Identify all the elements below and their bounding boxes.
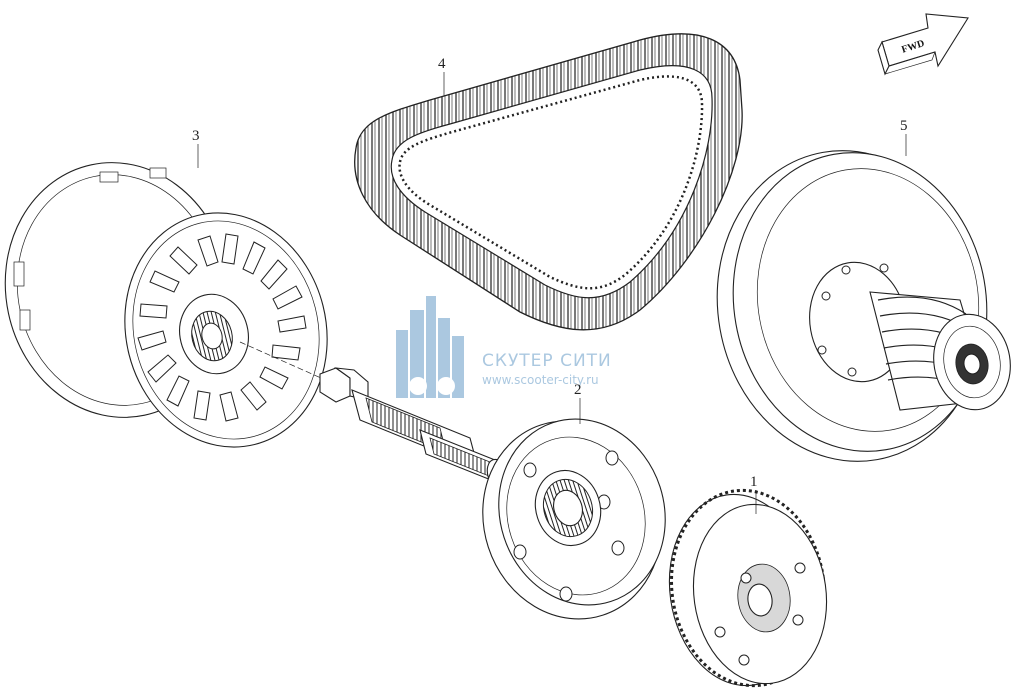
- callout-3: 3: [192, 128, 200, 168]
- drive-belt: [354, 33, 743, 331]
- callout-4: 4: [438, 56, 446, 96]
- callout-label-1: 1: [750, 474, 758, 490]
- callout-5: 5: [900, 118, 908, 156]
- variator-assembly: [4, 162, 328, 448]
- driven-pulley: [716, 150, 1011, 462]
- callout-2: 2: [574, 382, 582, 424]
- callout-label-5: 5: [900, 118, 908, 134]
- clutch-bell: [482, 418, 666, 620]
- watermark-title: СКУТЕР СИТИ: [482, 351, 612, 371]
- callout-label-3: 3: [192, 128, 200, 144]
- clutch-shoe-assembly: [668, 488, 828, 688]
- watermark: СКУТЕР СИТИ www.scooter-city.ru: [396, 296, 612, 398]
- callout-label-4: 4: [438, 56, 446, 72]
- fwd-arrow: FWD: [877, 13, 969, 76]
- watermark-city-logo: [396, 296, 464, 398]
- drive-shaft: [239, 341, 510, 492]
- callout-1: 1: [750, 474, 758, 514]
- callout-label-2: 2: [574, 382, 582, 398]
- watermark-url: www.scooter-city.ru: [482, 373, 599, 387]
